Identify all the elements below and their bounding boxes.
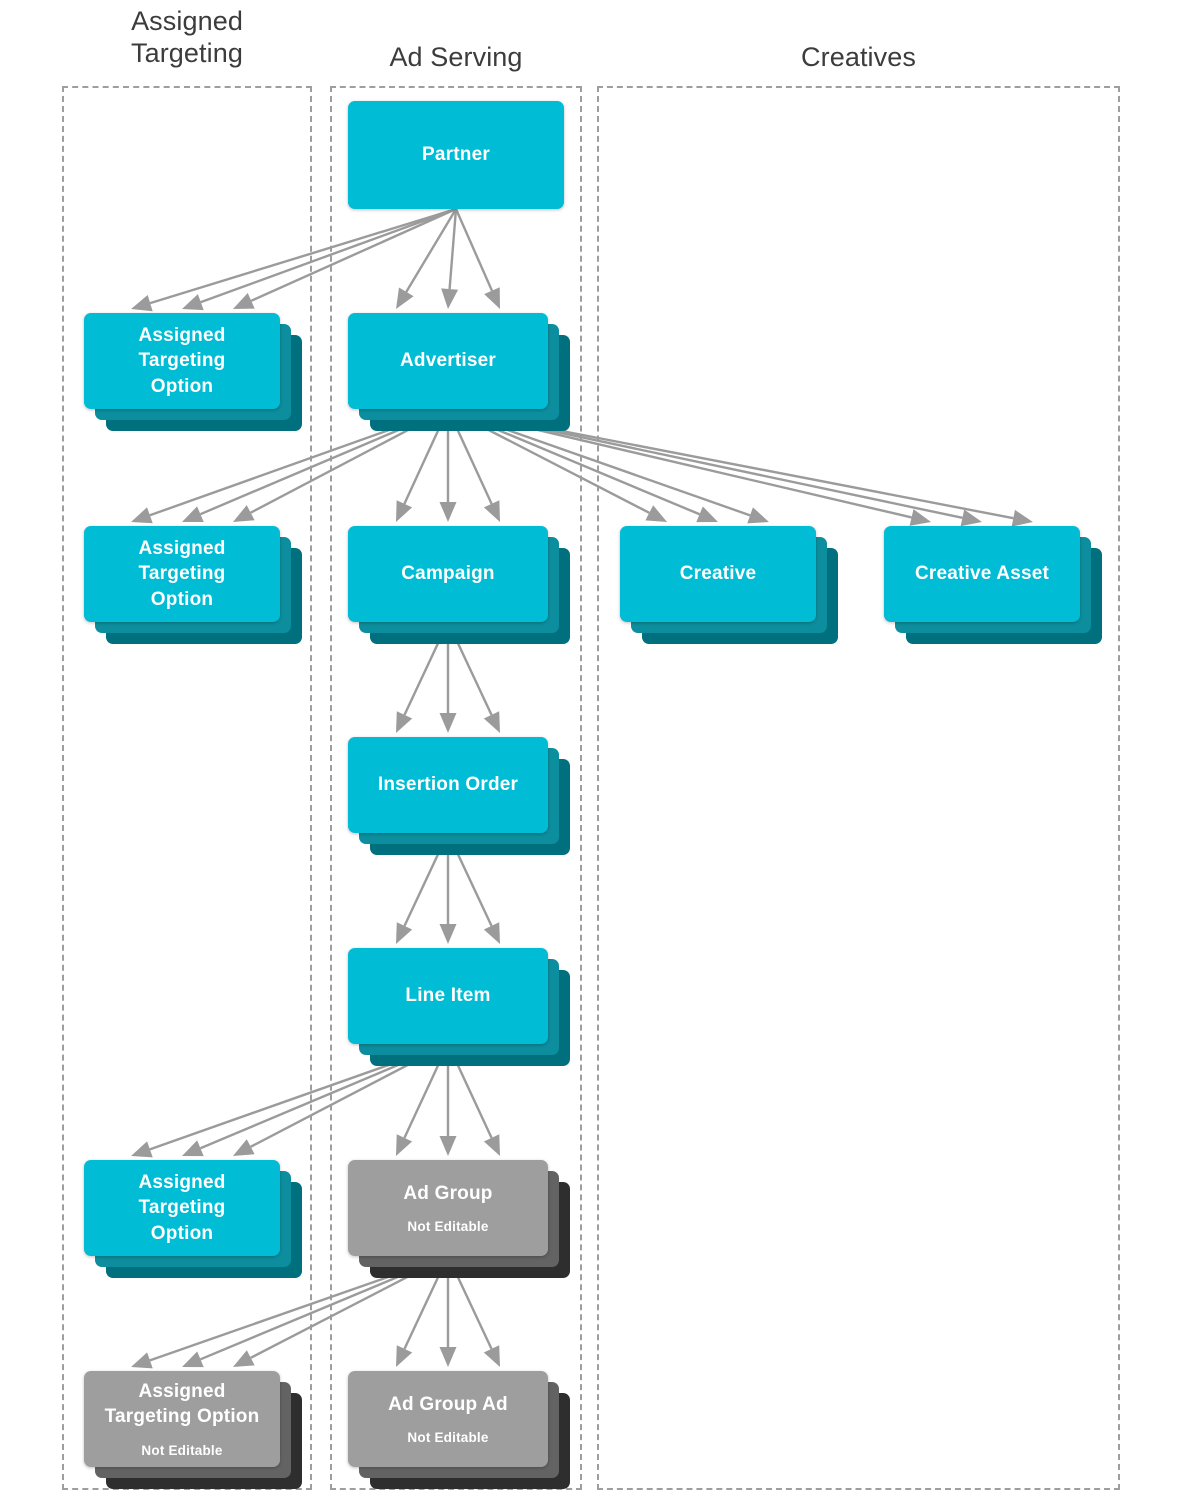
node-ad-group-ad[interactable]: Ad Group Ad Not Editable (348, 1371, 572, 1491)
node-advertiser[interactable]: Advertiser (348, 313, 572, 433)
node-label: Creative (679, 563, 757, 585)
node-face[interactable]: Partner (348, 101, 564, 209)
node-label: Line Item (405, 985, 491, 1007)
node-label: Partner (422, 144, 490, 166)
node-ato-advertiser[interactable]: Assigned Targeting Option (84, 526, 304, 646)
node-face[interactable]: Advertiser (348, 313, 548, 409)
node-label: Assigned Targeting Option (138, 1171, 226, 1244)
node-partner[interactable]: Partner (348, 101, 588, 233)
node-creative[interactable]: Creative (620, 526, 840, 646)
node-sublabel-not-editable: Not Editable (141, 1443, 223, 1459)
node-face[interactable]: Insertion Order (348, 737, 548, 833)
node-label: Assigned Targeting Option (138, 324, 226, 397)
node-face[interactable]: Ad Group Ad Not Editable (348, 1371, 548, 1467)
node-creative-asset[interactable]: Creative Asset (884, 526, 1104, 646)
group-container-creatives (597, 86, 1120, 1490)
node-label: Assigned Targeting Option (138, 537, 226, 610)
group-container-assigned-targeting (62, 86, 312, 1490)
node-face[interactable]: Assigned Targeting Option (84, 1160, 280, 1256)
node-line-item[interactable]: Line Item (348, 948, 572, 1068)
node-campaign[interactable]: Campaign (348, 526, 572, 646)
node-label: Ad Group (403, 1182, 493, 1204)
group-container-ad-serving (330, 86, 582, 1490)
node-label: Ad Group Ad (388, 1393, 508, 1415)
column-title-creatives: Creatives (801, 42, 916, 72)
node-label: Campaign (401, 563, 495, 585)
node-face[interactable]: Creative Asset (884, 526, 1080, 622)
column-title-assigned-targeting: Assigned Targeting (131, 6, 243, 68)
node-label: Advertiser (400, 350, 496, 372)
node-face[interactable]: Assigned Targeting Option (84, 526, 280, 622)
node-sublabel-not-editable: Not Editable (407, 1430, 489, 1446)
node-label: Insertion Order (377, 774, 519, 796)
node-face[interactable]: Creative (620, 526, 816, 622)
node-face[interactable]: Assigned Targeting Option (84, 313, 280, 409)
node-ato-lineitem[interactable]: Assigned Targeting Option (84, 1160, 304, 1280)
node-face[interactable]: Line Item (348, 948, 548, 1044)
node-ato-partner[interactable]: Assigned Targeting Option (84, 313, 304, 433)
node-face[interactable]: Campaign (348, 526, 548, 622)
node-label: Creative Asset (914, 563, 1050, 585)
node-insertion-order[interactable]: Insertion Order (348, 737, 572, 857)
column-title-ad-serving: Ad Serving (389, 42, 523, 72)
node-sublabel-not-editable: Not Editable (407, 1219, 489, 1235)
node-label: Assigned Targeting Option (104, 1380, 260, 1428)
